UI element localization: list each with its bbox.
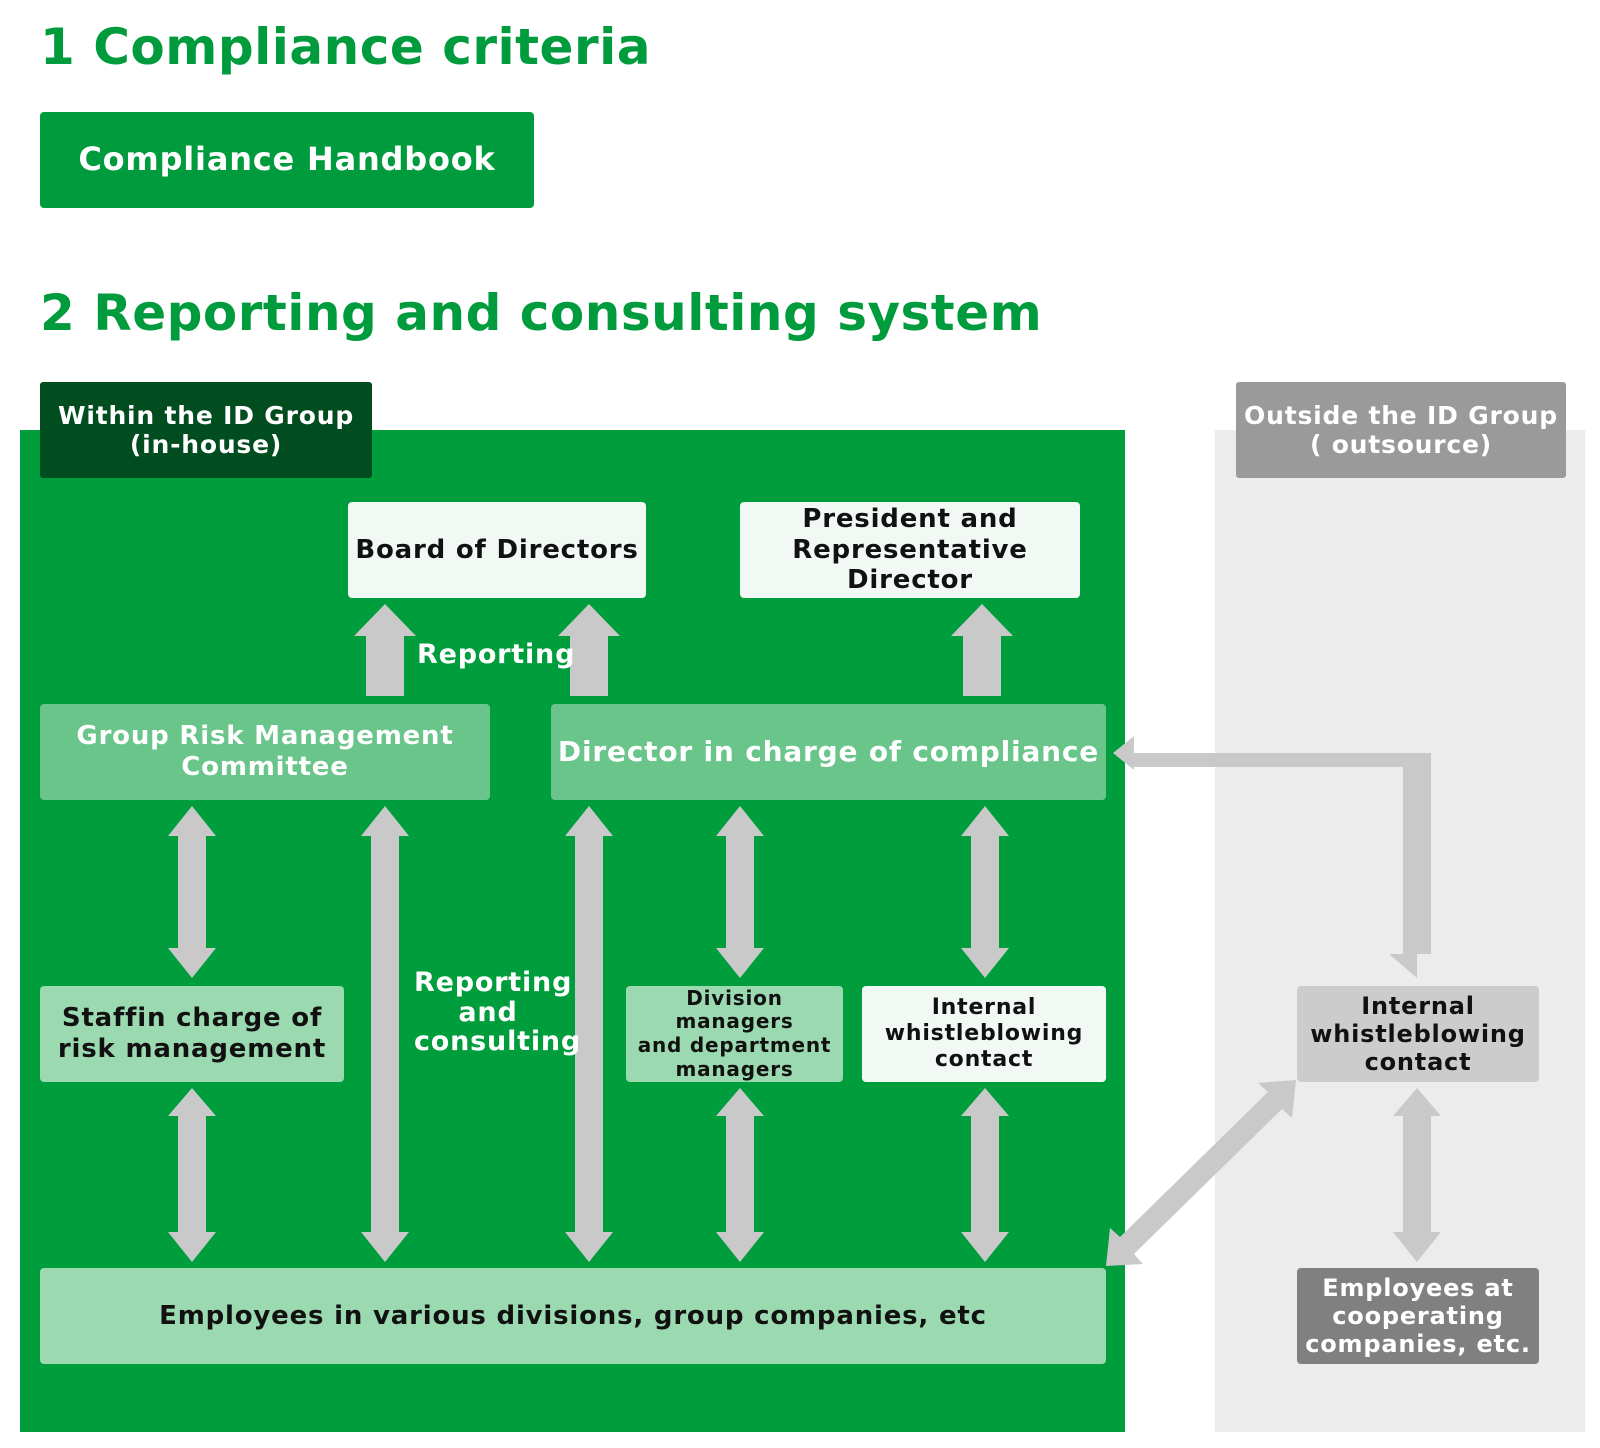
arrow-up-director-president — [951, 604, 1013, 696]
arrow-up-director-board — [558, 604, 620, 696]
outside-group-panel — [1215, 430, 1585, 1432]
arrow-staff-employees — [168, 1088, 216, 1262]
inside-group-tab: Within the ID Group(in-house) — [40, 382, 372, 478]
compliance-handbook-button[interactable]: Compliance Handbook — [40, 112, 534, 208]
arrow-up-grmc-board — [354, 604, 416, 696]
reporting-label: Reporting — [417, 639, 576, 670]
arrow-grmc-employees — [361, 806, 409, 1262]
board-of-directors-box: Board of Directors — [348, 502, 646, 598]
director-compliance-box: Director in charge of compliance — [551, 704, 1106, 800]
arrow-director-employees — [565, 806, 613, 1262]
employees-box: Employees in various divisions, group co… — [40, 1268, 1106, 1364]
arrow-internal-employees — [961, 1088, 1009, 1262]
arrow-division-employees — [716, 1088, 764, 1262]
section-2-title: 2 Reporting and consulting system — [40, 284, 1043, 342]
arrow-director-internal — [961, 806, 1009, 978]
reporting-consulting-label: Reporting and consulting — [414, 967, 582, 1058]
arrow-director-division — [716, 806, 764, 978]
arrow-external-employees — [1106, 1080, 1296, 1266]
section-1-title: 1 Compliance criteria — [40, 18, 651, 76]
outside-group-tab: Outside the ID Group( outsource) — [1236, 382, 1566, 478]
arrow-grmc-staff — [168, 806, 216, 978]
arrow-external-cooperating — [1393, 1088, 1441, 1262]
